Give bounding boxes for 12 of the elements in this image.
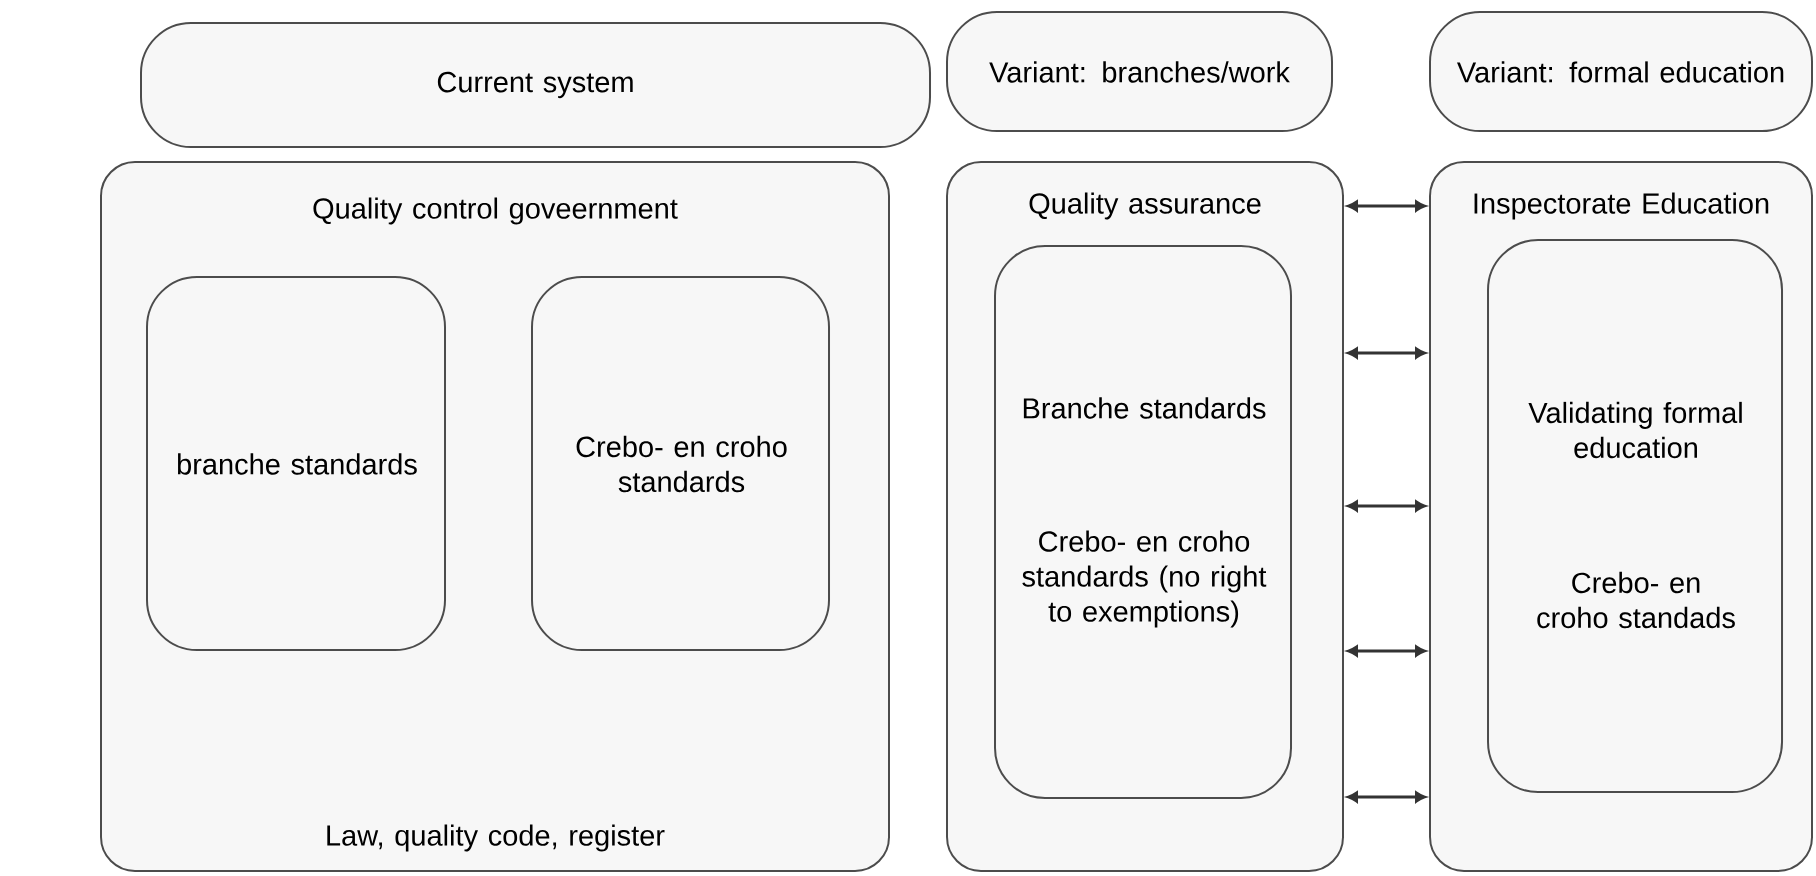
double-arrow <box>1347 645 1426 657</box>
header-pill: Current system <box>140 22 931 148</box>
double-arrow <box>1347 791 1426 803</box>
double-arrow <box>1347 347 1426 359</box>
double-arrow <box>1347 500 1426 512</box>
header-pill: Variant: formal education <box>1429 11 1813 132</box>
standards-box: branche standards <box>146 276 446 651</box>
double-arrow <box>1347 200 1426 212</box>
standards-box: Branche standards Crebo- en croho standards (no right to exemptions) <box>994 245 1292 799</box>
standards-box: Crebo- en croho standards <box>531 276 830 651</box>
standards-box: Validating formal education Crebo- en croho standads <box>1487 239 1783 793</box>
header-pill: Variant: branches/work <box>946 11 1333 132</box>
